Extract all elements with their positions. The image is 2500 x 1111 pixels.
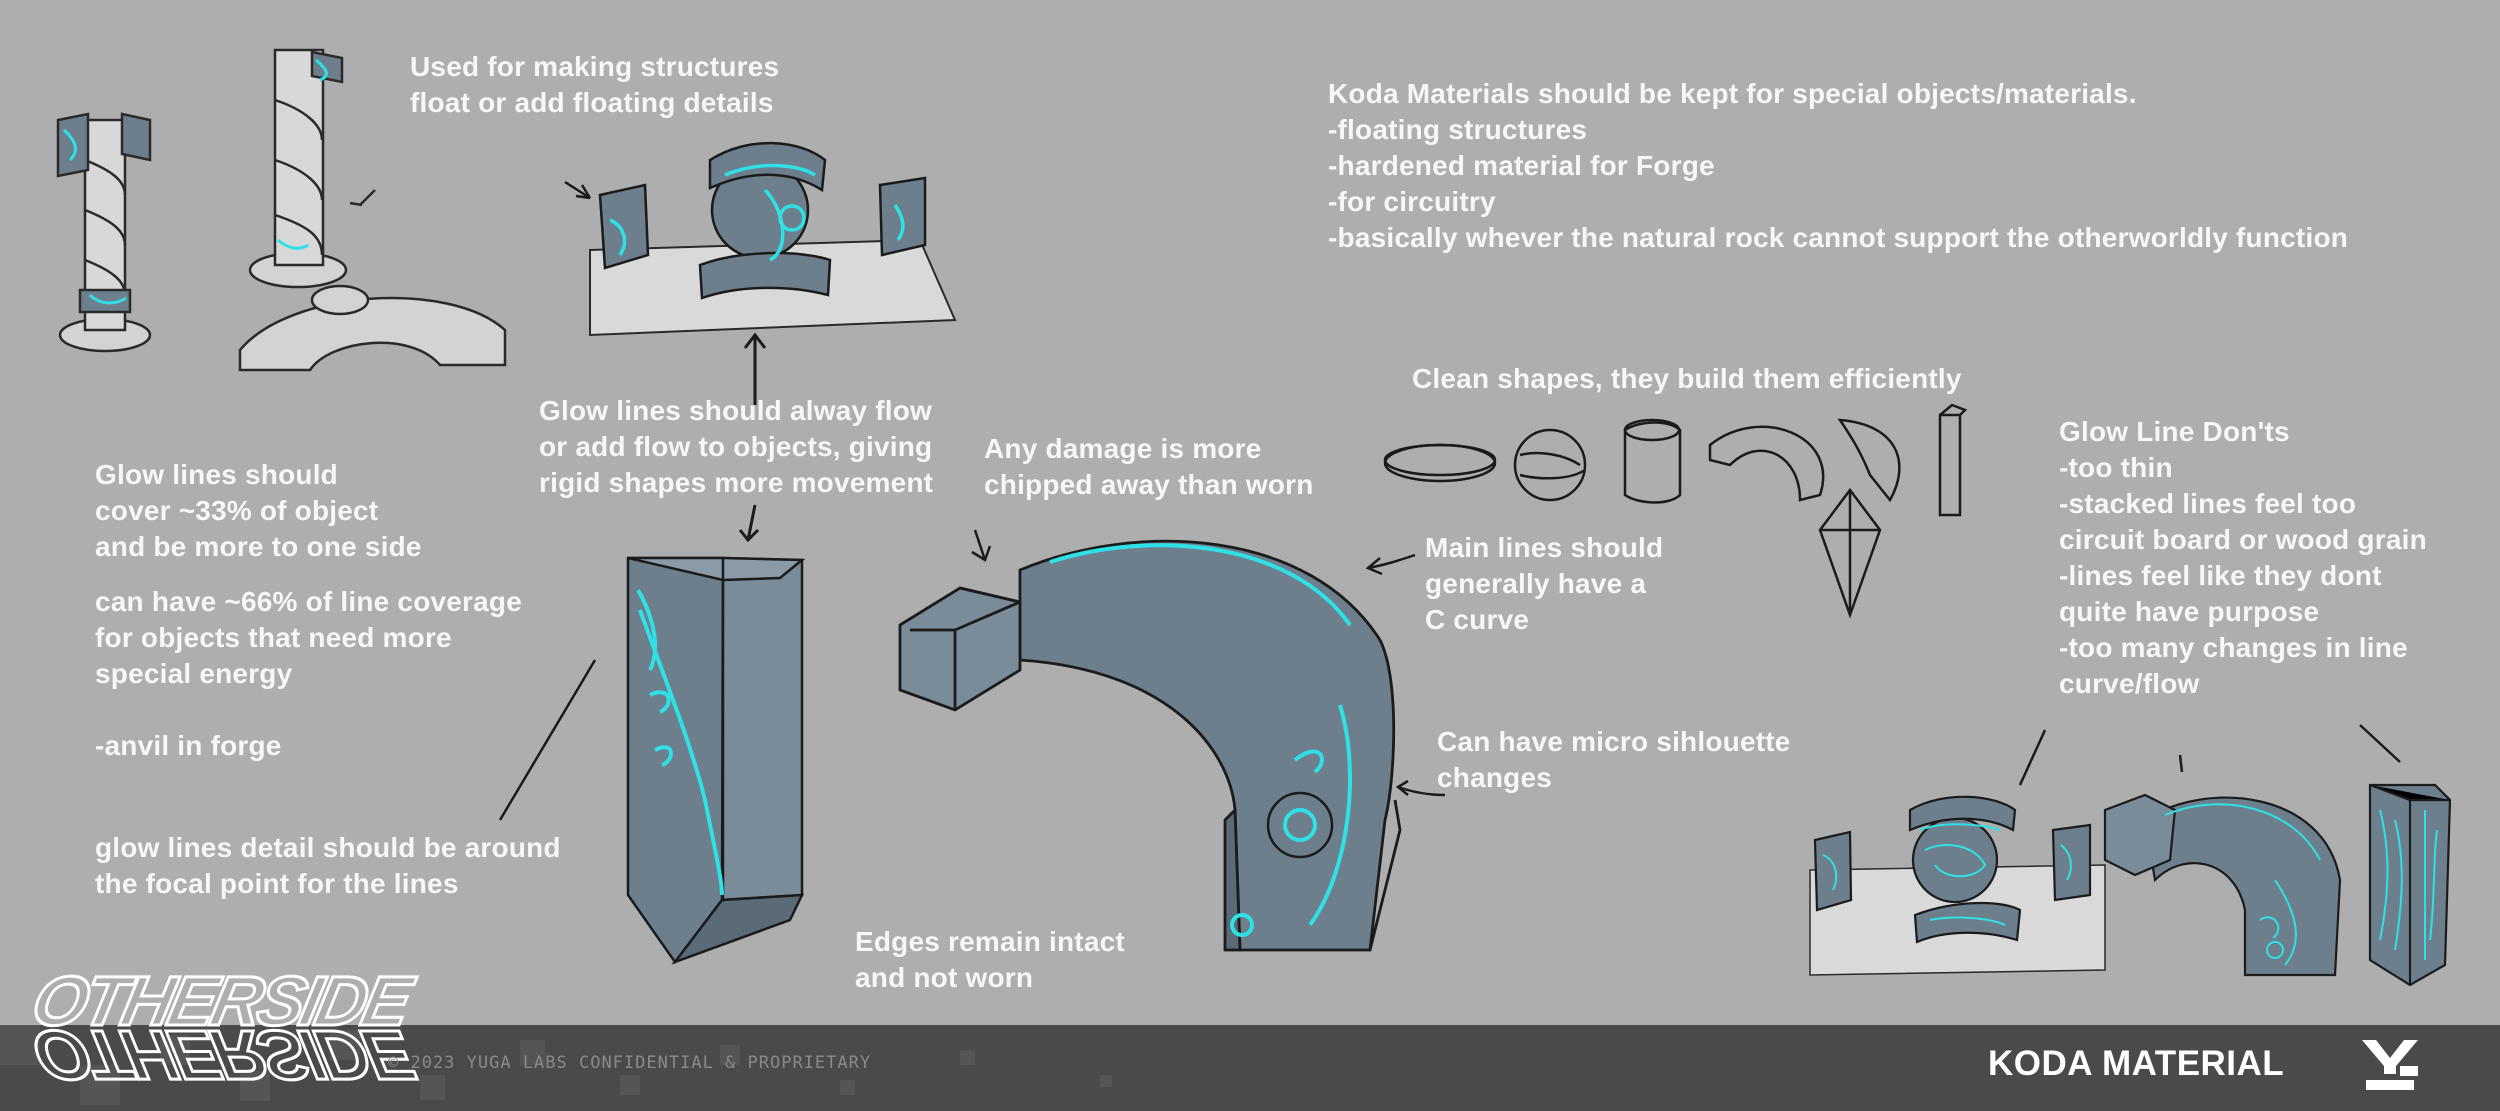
donts-pointers [2018,724,2401,786]
note-clean-shapes: Clean shapes, they build them efficientl… [1412,363,1962,394]
arrow-connector [743,332,767,405]
note-focal-point: glow lines detail should be around the f… [95,832,561,899]
note-glow-coverage: Glow lines should cover ~33% of object a… [95,459,422,562]
footer-bar [0,1025,2500,1111]
prism-pillar-sketch [498,504,806,965]
arrow-micro-silhouette [1395,779,1446,797]
note-damage: Any damage is more chipped away than wor… [984,433,1314,500]
c-arch-sketch [898,529,1402,952]
note-main-lines: Main lines should generally have a C cur… [1425,532,1664,635]
yuga-icon [2362,1040,2418,1090]
otherside-logo: OTHERSIDE OTHERSIDE [24,960,422,1096]
logo-top-text: OTHERSIDE [26,962,421,1040]
note-line-coverage: can have ~66% of line coverage for objec… [95,586,522,761]
footer-title: KODA MATERIAL [1988,1044,2285,1083]
clean-shapes-sketch [1383,403,1968,619]
donts-examples-sketch [1809,783,2452,987]
note-floating-structures: Used for making structures float or add … [410,51,780,118]
floating-orb-sketch [564,141,957,337]
note-koda-materials: Koda Materials should be kept for specia… [1328,78,2349,253]
note-glow-donts: Glow Line Don'ts -too thin -stacked line… [2059,416,2427,699]
pillar-sketches [56,48,507,372]
logo-mirror-text: OTHERSIDE [26,1016,421,1094]
note-micro-silhouette: Can have micro sihlouette changes [1437,726,1791,793]
note-glow-flow: Glow lines should alway flow or add flow… [539,395,934,498]
note-edges: Edges remain intact and not worn [855,926,1125,993]
footer-pattern [0,1025,1112,1105]
arrow-main-lines [1365,553,1416,576]
copyright-text: © 2023 YUGA LABS CONFIDENTIAL & PROPRIET… [388,1053,872,1073]
